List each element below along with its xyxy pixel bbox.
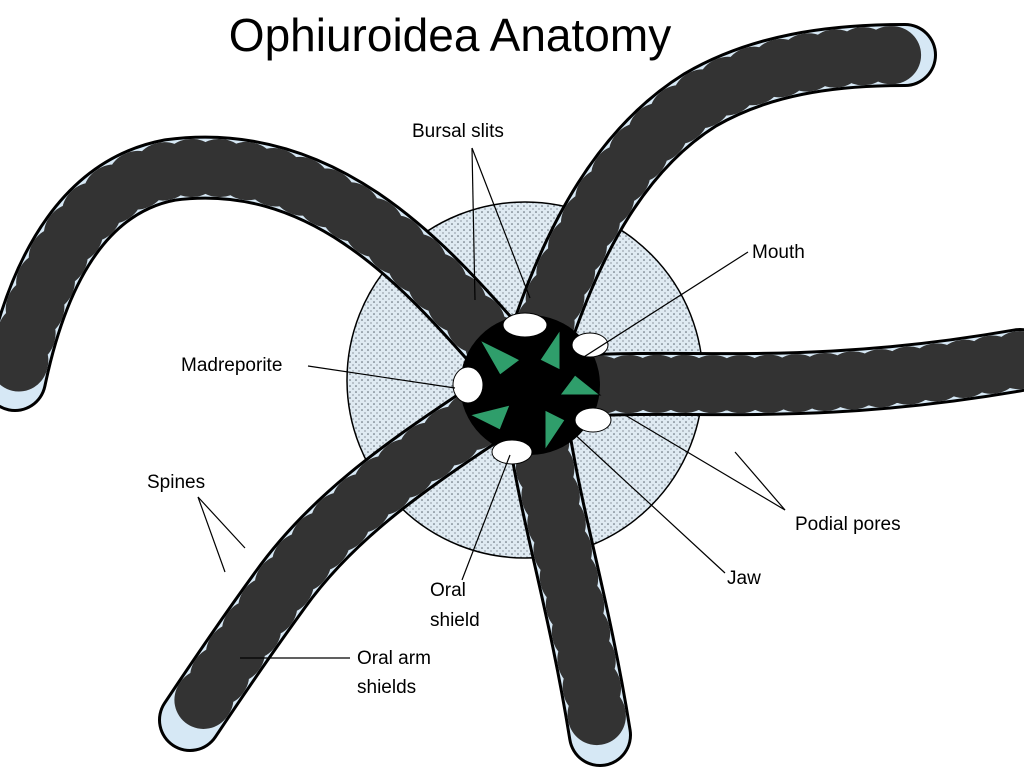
- oral-shield: [502, 312, 548, 338]
- label-jaw: Jaw: [727, 568, 761, 589]
- madreporite-plate: [452, 366, 484, 404]
- oral-shield: [491, 439, 533, 465]
- page-title: Ophiuroidea Anatomy: [228, 9, 672, 61]
- label-oral-arm-shields-line1: Oral arm: [357, 648, 431, 669]
- oral-shield: [571, 332, 609, 358]
- arms: [0, 23, 1024, 767]
- label-oral-arm-shields-line2: shields: [357, 677, 416, 698]
- label-bursal-slits: Bursal slits: [412, 121, 504, 142]
- label-oral-shield-line1: Oral: [430, 580, 466, 601]
- jaw: [478, 338, 521, 376]
- label-podial-pores: Podial pores: [795, 514, 901, 535]
- jaw: [539, 328, 561, 371]
- jaw: [559, 374, 602, 396]
- oral-shield: [574, 407, 612, 433]
- oral-region: [452, 312, 612, 465]
- label-mouth: Mouth: [752, 242, 805, 263]
- label-oral-shield-line2: shield: [430, 610, 480, 631]
- label-spines: Spines: [147, 472, 205, 493]
- jaw: [544, 409, 566, 452]
- label-madreporite: Madreporite: [181, 355, 282, 376]
- jaw: [468, 404, 511, 431]
- leader-lines: [197, 147, 786, 659]
